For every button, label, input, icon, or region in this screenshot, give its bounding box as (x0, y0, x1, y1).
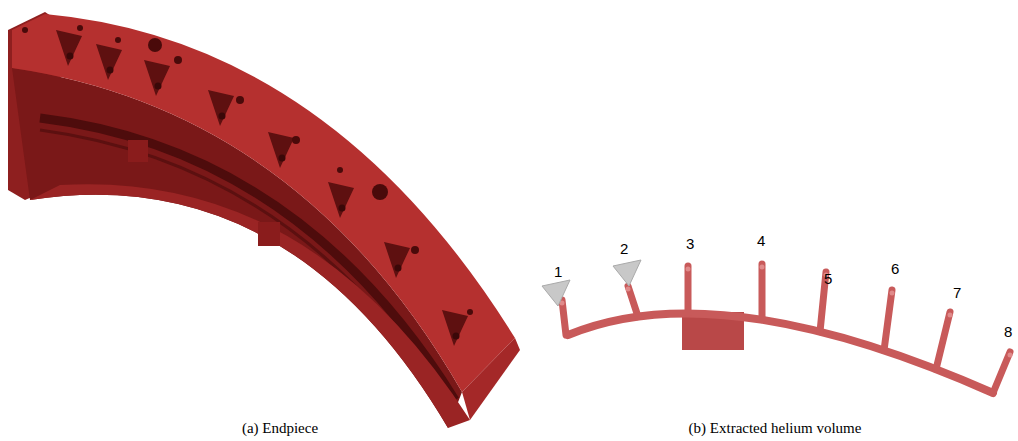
hole (411, 246, 419, 254)
notch (442, 310, 468, 346)
notch (56, 30, 82, 66)
hole (107, 67, 114, 74)
notch (144, 60, 170, 96)
helium-stub (884, 290, 892, 350)
hole (372, 184, 388, 200)
hole (279, 155, 286, 162)
hole (337, 167, 343, 173)
hole (236, 96, 244, 104)
stub-end (1008, 353, 1013, 358)
stub-end (686, 267, 691, 272)
callout-number: 4 (757, 233, 765, 248)
helium-stub (936, 312, 950, 369)
stub-end (760, 265, 765, 270)
helium-channel (568, 313, 993, 393)
notch (384, 242, 410, 278)
callout-number: 2 (620, 241, 628, 256)
notch (96, 44, 122, 80)
inlet-cone (613, 260, 641, 286)
hole (453, 333, 460, 340)
notch (208, 90, 234, 126)
hole (67, 53, 74, 60)
hole (292, 136, 300, 144)
callout-number: 1 (554, 264, 562, 279)
helium-stub (759, 264, 766, 320)
hole (155, 83, 162, 90)
hole (77, 25, 83, 31)
hole (467, 309, 473, 315)
hole (22, 27, 28, 33)
hole (174, 56, 182, 64)
subfigure-caption: (b) Extracted helium volume (689, 421, 862, 436)
helium-stub (685, 266, 692, 313)
hole (148, 38, 162, 52)
hole (339, 205, 346, 212)
callout-number: 5 (824, 271, 832, 286)
notch (268, 132, 294, 168)
stub-end (626, 287, 631, 292)
notch (328, 182, 354, 218)
stub-end (890, 291, 895, 296)
stub-end (948, 313, 953, 318)
subfigure-caption: (a) Endpiece (242, 421, 318, 436)
hole (115, 37, 121, 43)
callout-number: 6 (891, 261, 899, 276)
hole (395, 265, 402, 272)
hole (219, 113, 226, 120)
callout-number: 7 (953, 285, 961, 300)
inlet-cone (542, 280, 570, 306)
callout-number: 3 (686, 236, 694, 251)
callout-number: 8 (1004, 324, 1012, 339)
helium-stub (993, 352, 1010, 393)
